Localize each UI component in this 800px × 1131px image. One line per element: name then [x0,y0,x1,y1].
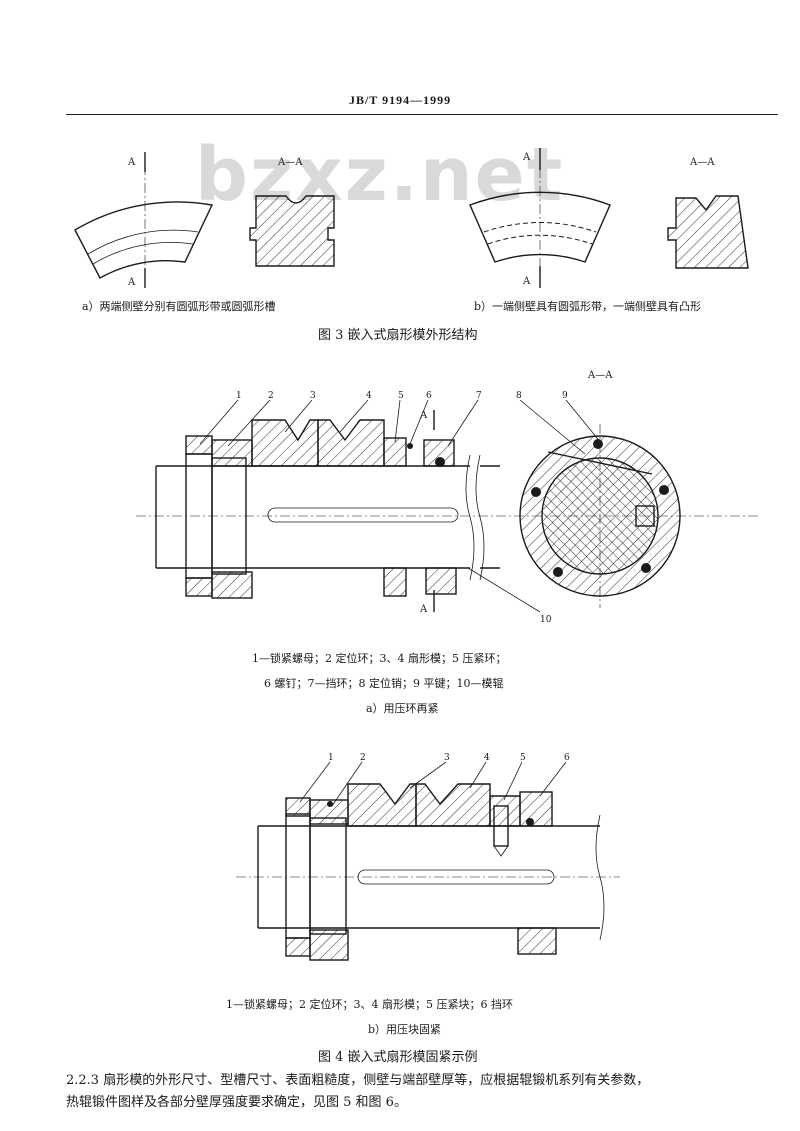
fig3a-cut-mark-top: A [127,157,136,168]
fig3b-section [667,195,749,269]
fig4a-part-8: 8 [516,391,522,401]
paragraph-2-2-3: 2.2.3 扇形模的外形尺寸、型槽尺寸、表面粗糙度，侧壁与端部壁厚等，应根据辊锻… [66,1070,778,1114]
fig4b-part-6: 6 [564,753,570,763]
fig4a-part-9: 9 [562,391,568,401]
fig4a-part-1: 1 [236,391,242,401]
fig4b-part-3: 3 [444,753,450,763]
fig4b-legend: 1—锁紧螺母；2 定位环；3、4 扇形模；5 压紧块；6 挡环 [226,998,513,1011]
fig4a-cut-mark-top: A [419,410,428,421]
fig4a-assembly [136,410,760,612]
fig3b-caption: b）一端侧壁具有圆弧形带，一端侧壁具有凸形 [474,300,702,313]
fig4a-part-5: 5 [398,391,404,401]
fig3a-section-label: A—A [277,157,303,168]
header-rule [66,114,778,115]
fig4b-part-5: 5 [520,753,526,763]
fig4a-part-6: 6 [426,391,432,401]
fig3b-sector-view [469,148,611,288]
fig4a-part-4: 4 [366,391,372,401]
fig3a-caption: a）两端侧壁分别有圆弧形带或圆弧形槽 [82,300,276,313]
fig3a-sector-view [74,152,214,288]
fig4b-part-1: 1 [328,753,334,763]
fig3a-section [249,195,335,267]
fig4-title: 图 4 嵌入式扇形模固紧示例 [318,1050,478,1065]
fig4a-cut-mark-bottom: A [419,604,428,615]
fig4b-assembly [236,783,620,961]
fig4a-legend-line1: 1—锁紧螺母；2 定位环；3、4 扇形模；5 压紧环； [252,652,507,665]
fig3b-cut-mark-bottom: A [522,276,531,287]
fig3a-cut-mark-bottom: A [127,277,136,288]
fig4b-part-2: 2 [360,753,366,763]
fig3-title: 图 3 嵌入式扇形模外形结构 [318,328,478,343]
fig4a-part-2: 2 [268,391,274,401]
fig4a-section-aa [519,424,681,608]
fig4a-part-10: 10 [540,615,552,625]
fig4a-legend-line2: 6 螺钉；7—挡环；8 定位销；9 平键；10—模辊 [264,677,504,690]
document-code: JB/T 9194—1999 [348,93,452,107]
fig4b-leaders [299,761,567,807]
fig4a-part-3: 3 [310,391,316,401]
paragraph-line-1: 2.2.3 扇形模的外形尺寸、型槽尺寸、表面粗糙度，侧壁与端部壁厚等，应根据辊锻… [66,1073,650,1088]
fig4b-caption: b）用压块固紧 [368,1023,442,1036]
fig4a-part-7: 7 [476,391,482,401]
fig3b-cut-mark-top: A [522,152,531,163]
fig4a-section-label: A—A [587,370,613,381]
fig4a-caption: a）用压环再紧 [366,702,439,715]
paragraph-line-2: 热辊锻件图样及各部分壁厚强度要求确定，见图 5 和图 6。 [66,1095,407,1110]
fig4b-part-4: 4 [484,753,490,763]
fig3b-section-label: A—A [689,157,715,168]
